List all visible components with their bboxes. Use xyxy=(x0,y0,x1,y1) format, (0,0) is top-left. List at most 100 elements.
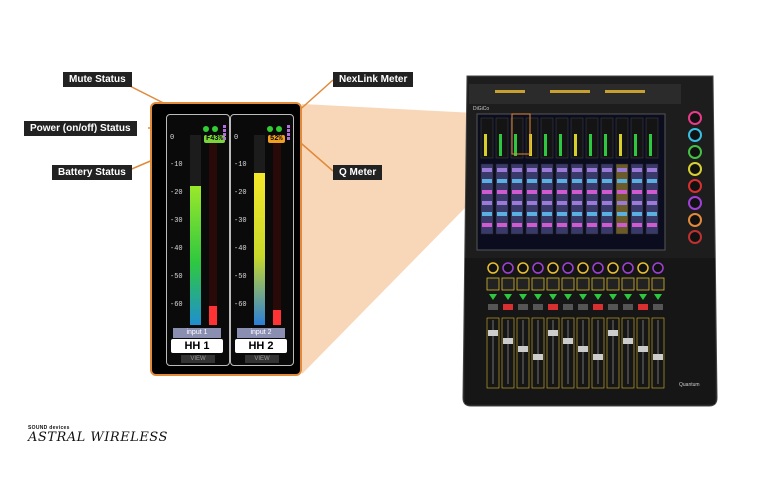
mute-button xyxy=(653,304,663,310)
channel-zoom-panel: 0 -10 -20 -30 -40 -50 -60 F43% input 1 H… xyxy=(150,102,302,376)
screen-param-block xyxy=(482,201,492,205)
callout-mute-status: Mute Status xyxy=(63,72,132,87)
screen-param-block xyxy=(617,223,627,227)
brand-logo: SOUND devices ASTRAL WIRELESS xyxy=(28,425,168,445)
screen-param-block xyxy=(527,212,537,216)
mute-button xyxy=(533,304,543,310)
screen-param-block xyxy=(617,179,627,183)
screen-meter-bar xyxy=(544,134,547,156)
screen-param-block xyxy=(482,168,492,172)
channel-label[interactable]: HH 1 xyxy=(171,339,223,353)
nexlink-meter-level xyxy=(273,310,281,325)
screen-param-block xyxy=(572,190,582,194)
screen-meter-bar xyxy=(634,134,637,156)
screen-param-block xyxy=(542,212,552,216)
screen-meter-bar xyxy=(619,134,622,156)
select-arrow-icon xyxy=(579,294,587,300)
screen-param-block xyxy=(512,201,522,205)
mute-button xyxy=(578,304,588,310)
channel-strip-2: 0 -10 -20 -30 -40 -50 -60 52% input 2 HH… xyxy=(230,114,294,366)
meter-scale-label: -10 xyxy=(234,161,247,169)
screen-meter-bar xyxy=(499,134,502,156)
console-model: Quantum xyxy=(679,382,700,388)
meter-scale-label: -60 xyxy=(234,301,247,309)
screen-param-block xyxy=(482,190,492,194)
fader-cap xyxy=(653,354,663,360)
console-knob xyxy=(688,179,702,193)
channel-label[interactable]: HH 2 xyxy=(235,339,287,353)
fader-track xyxy=(597,320,599,384)
fader-cap xyxy=(608,330,618,336)
console-screen-button xyxy=(486,277,500,291)
view-button[interactable]: VIEW xyxy=(245,355,279,363)
console-knob xyxy=(532,262,544,274)
power-status-icon xyxy=(203,126,209,132)
screen-param-block xyxy=(602,179,612,183)
screen-param-block xyxy=(617,201,627,205)
select-arrow-icon xyxy=(489,294,497,300)
console-screen-button xyxy=(591,277,605,291)
mute-button xyxy=(518,304,528,310)
console-knob xyxy=(688,230,702,244)
screen-param-block xyxy=(512,212,522,216)
screen-param-block xyxy=(557,190,567,194)
console-knob xyxy=(577,262,589,274)
select-arrow-icon xyxy=(534,294,542,300)
select-arrow-icon xyxy=(564,294,572,300)
screen-meter-bar xyxy=(559,134,562,156)
input-name: input 2 xyxy=(237,328,285,338)
console-screen-button xyxy=(606,277,620,291)
screen-param-block xyxy=(587,212,597,216)
mute-status-icon xyxy=(212,126,218,132)
console-screen-button xyxy=(531,277,545,291)
mute-button xyxy=(488,304,498,310)
console-knob xyxy=(688,128,702,142)
nexlink-meter-level xyxy=(209,306,217,325)
screen-param-block xyxy=(512,190,522,194)
screen-meter-bar xyxy=(484,134,487,156)
screen-param-block xyxy=(497,223,507,227)
screen-param-block xyxy=(602,223,612,227)
console-knob xyxy=(688,196,702,210)
fader-cap xyxy=(548,330,558,336)
mute-button xyxy=(638,304,648,310)
meter-scale-label: 0 xyxy=(170,134,175,142)
view-button[interactable]: VIEW xyxy=(181,355,215,363)
battery-status-badge: 52% xyxy=(268,135,285,143)
console-screen-button xyxy=(636,277,650,291)
console-knob xyxy=(652,262,664,274)
meter-scale-label: -60 xyxy=(170,301,183,309)
meter-scale-label: -40 xyxy=(170,245,183,253)
screen-param-block xyxy=(572,201,582,205)
mixing-console-image: DiGiCo Quantum xyxy=(462,75,718,407)
screen-param-block xyxy=(572,223,582,227)
screen-param-block xyxy=(497,212,507,216)
console-screen-button xyxy=(561,277,575,291)
select-arrow-icon xyxy=(639,294,647,300)
fader-track xyxy=(537,320,539,384)
fader-strip-outline xyxy=(621,317,635,389)
screen-param-block xyxy=(632,223,642,227)
select-arrow-icon xyxy=(609,294,617,300)
screen-meter-bar xyxy=(589,134,592,156)
screen-param-block xyxy=(587,201,597,205)
callout-q-meter: Q Meter xyxy=(333,165,383,180)
screen-param-block xyxy=(647,201,657,205)
console-knob xyxy=(592,262,604,274)
meter-scale-label: -30 xyxy=(170,217,183,225)
meter-scale-label: -40 xyxy=(234,245,247,253)
logo-maker: SOUND devices xyxy=(28,425,70,431)
q-meter xyxy=(287,125,290,141)
screen-param-block xyxy=(632,179,642,183)
screen-meter-bar xyxy=(649,134,652,156)
fader-cap xyxy=(533,354,543,360)
callout-nexlink-meter: NexLink Meter xyxy=(333,72,414,87)
console-brand: DiGiCo xyxy=(473,106,489,112)
fader-strip-outline xyxy=(501,317,515,389)
select-arrow-icon xyxy=(594,294,602,300)
screen-param-block xyxy=(572,179,582,183)
screen-param-block xyxy=(527,201,537,205)
select-arrow-icon xyxy=(624,294,632,300)
input-meter-level xyxy=(254,173,265,325)
screen-param-block xyxy=(542,223,552,227)
